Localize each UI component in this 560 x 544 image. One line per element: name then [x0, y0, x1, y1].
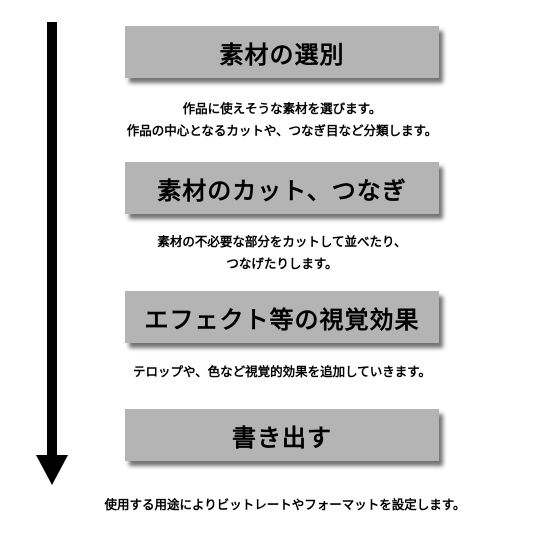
step-4-desc-line-1: 使用する用途によりビットレートやフォーマットを設定します。	[104, 497, 466, 512]
step-1-box: 素材の選別	[125, 26, 439, 78]
step-3-desc-line-1: テロップや、色など視覚的効果を追加していきます。	[132, 364, 431, 379]
step-1-description: 作品に使えそうな素材を選びます。 作品の中心となるカットや、つなぎ目など分類しま…	[84, 98, 480, 142]
step-2-box: 素材のカット、つなぎ	[125, 162, 439, 214]
step-2-desc-line-2: つなげたりします。	[226, 256, 338, 271]
step-1-desc-line-2: 作品の中心となるカットや、つなぎ目など分類します。	[126, 123, 438, 138]
step-1-desc-line-1: 作品に使えそうな素材を選びます。	[182, 101, 382, 116]
flow-arrow-shaft	[47, 22, 57, 460]
step-1-title: 素材の選別	[219, 40, 345, 69]
step-2-desc-line-1: 素材の不必要な部分をカットして並べたり、	[157, 234, 407, 249]
step-2-description: 素材の不必要な部分をカットして並べたり、 つなげたりします。	[84, 231, 480, 275]
step-2-title: 素材のカット、つなぎ	[157, 176, 407, 205]
flow-arrow-head	[36, 455, 68, 485]
step-3-box: エフェクト等の視覚効果	[125, 291, 439, 343]
step-3-description: テロップや、色など視覚的効果を追加していきます。	[84, 361, 480, 383]
step-4-description: 使用する用途によりビットレートやフォーマットを設定します。	[40, 494, 530, 516]
step-3-title: エフェクト等の視覚効果	[144, 305, 420, 334]
step-4-box: 書き出す	[125, 409, 439, 461]
step-4-title: 書き出す	[232, 423, 332, 452]
